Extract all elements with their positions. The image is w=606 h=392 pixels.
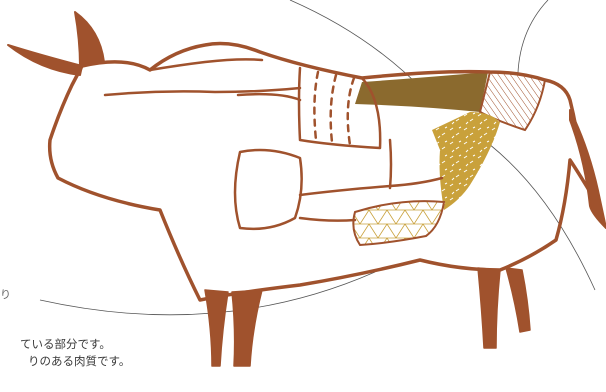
- brisket-outline: [235, 150, 302, 229]
- caption-line-2: りのある肉質です。: [28, 353, 130, 369]
- front-leg-left: [205, 290, 228, 366]
- caption-line-1: ている部分です。: [20, 336, 111, 352]
- front-leg-right: [232, 290, 262, 366]
- back-leg-left: [478, 268, 500, 348]
- horn-right: [75, 12, 104, 66]
- cow-outline: [8, 12, 606, 366]
- back-leg-right: [506, 268, 530, 332]
- neck-line: [150, 59, 262, 70]
- flank-line: [390, 140, 391, 188]
- plate-line: [300, 178, 442, 195]
- round-cut: [432, 112, 500, 210]
- leader-line-round: [470, 130, 595, 290]
- chuck-line: [238, 94, 300, 100]
- leader-lines: [40, 0, 595, 315]
- rib-section: [299, 68, 380, 148]
- horn-left: [8, 45, 82, 75]
- rib-dashes: [314, 72, 354, 145]
- edge-mark: り: [0, 286, 11, 302]
- flank-cut: [353, 201, 444, 245]
- belly-line: [300, 218, 355, 221]
